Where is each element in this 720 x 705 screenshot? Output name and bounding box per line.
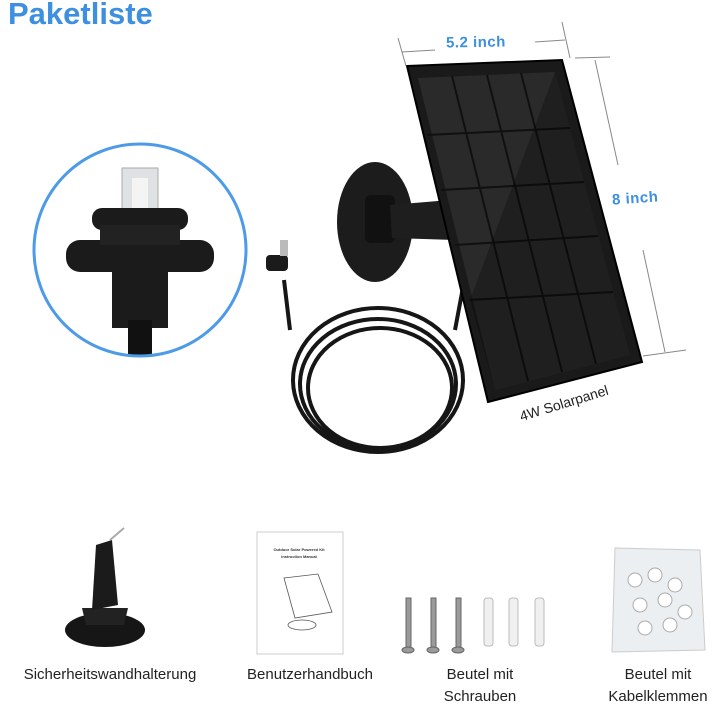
cable-clamps-bag xyxy=(611,547,706,653)
width-dimension: 5.2 inch xyxy=(445,33,507,52)
item-label-clamps: Beutel mit Kabelklemmen xyxy=(588,664,720,705)
screws-bag xyxy=(401,597,545,654)
label-line: Schrauben xyxy=(443,688,517,705)
label-line: Kabelklemmen xyxy=(608,688,708,705)
manual-booklet xyxy=(256,531,344,655)
manual-subtitle: Instruction Manual xyxy=(281,554,317,559)
page-title: Paketliste xyxy=(8,0,153,31)
connector-zoom-circle xyxy=(32,142,248,358)
dimension-lines xyxy=(397,21,687,357)
wall-mount xyxy=(337,162,455,282)
item-label-wall-mount: Sicherheitswandhalterung xyxy=(23,666,197,683)
item-label-screws: Beutel mit Schrauben xyxy=(410,664,550,705)
label-line: Beutel mit xyxy=(624,666,692,683)
item-label-manual: Benutzerhandbuch xyxy=(247,666,373,683)
label-line: Beutel mit xyxy=(446,666,514,683)
security-wall-mount xyxy=(65,527,145,647)
solar-panel xyxy=(405,58,644,404)
manual-title: Outdoor Solar Powered Kit xyxy=(273,547,325,552)
height-dimension: 8 inch xyxy=(611,188,659,209)
